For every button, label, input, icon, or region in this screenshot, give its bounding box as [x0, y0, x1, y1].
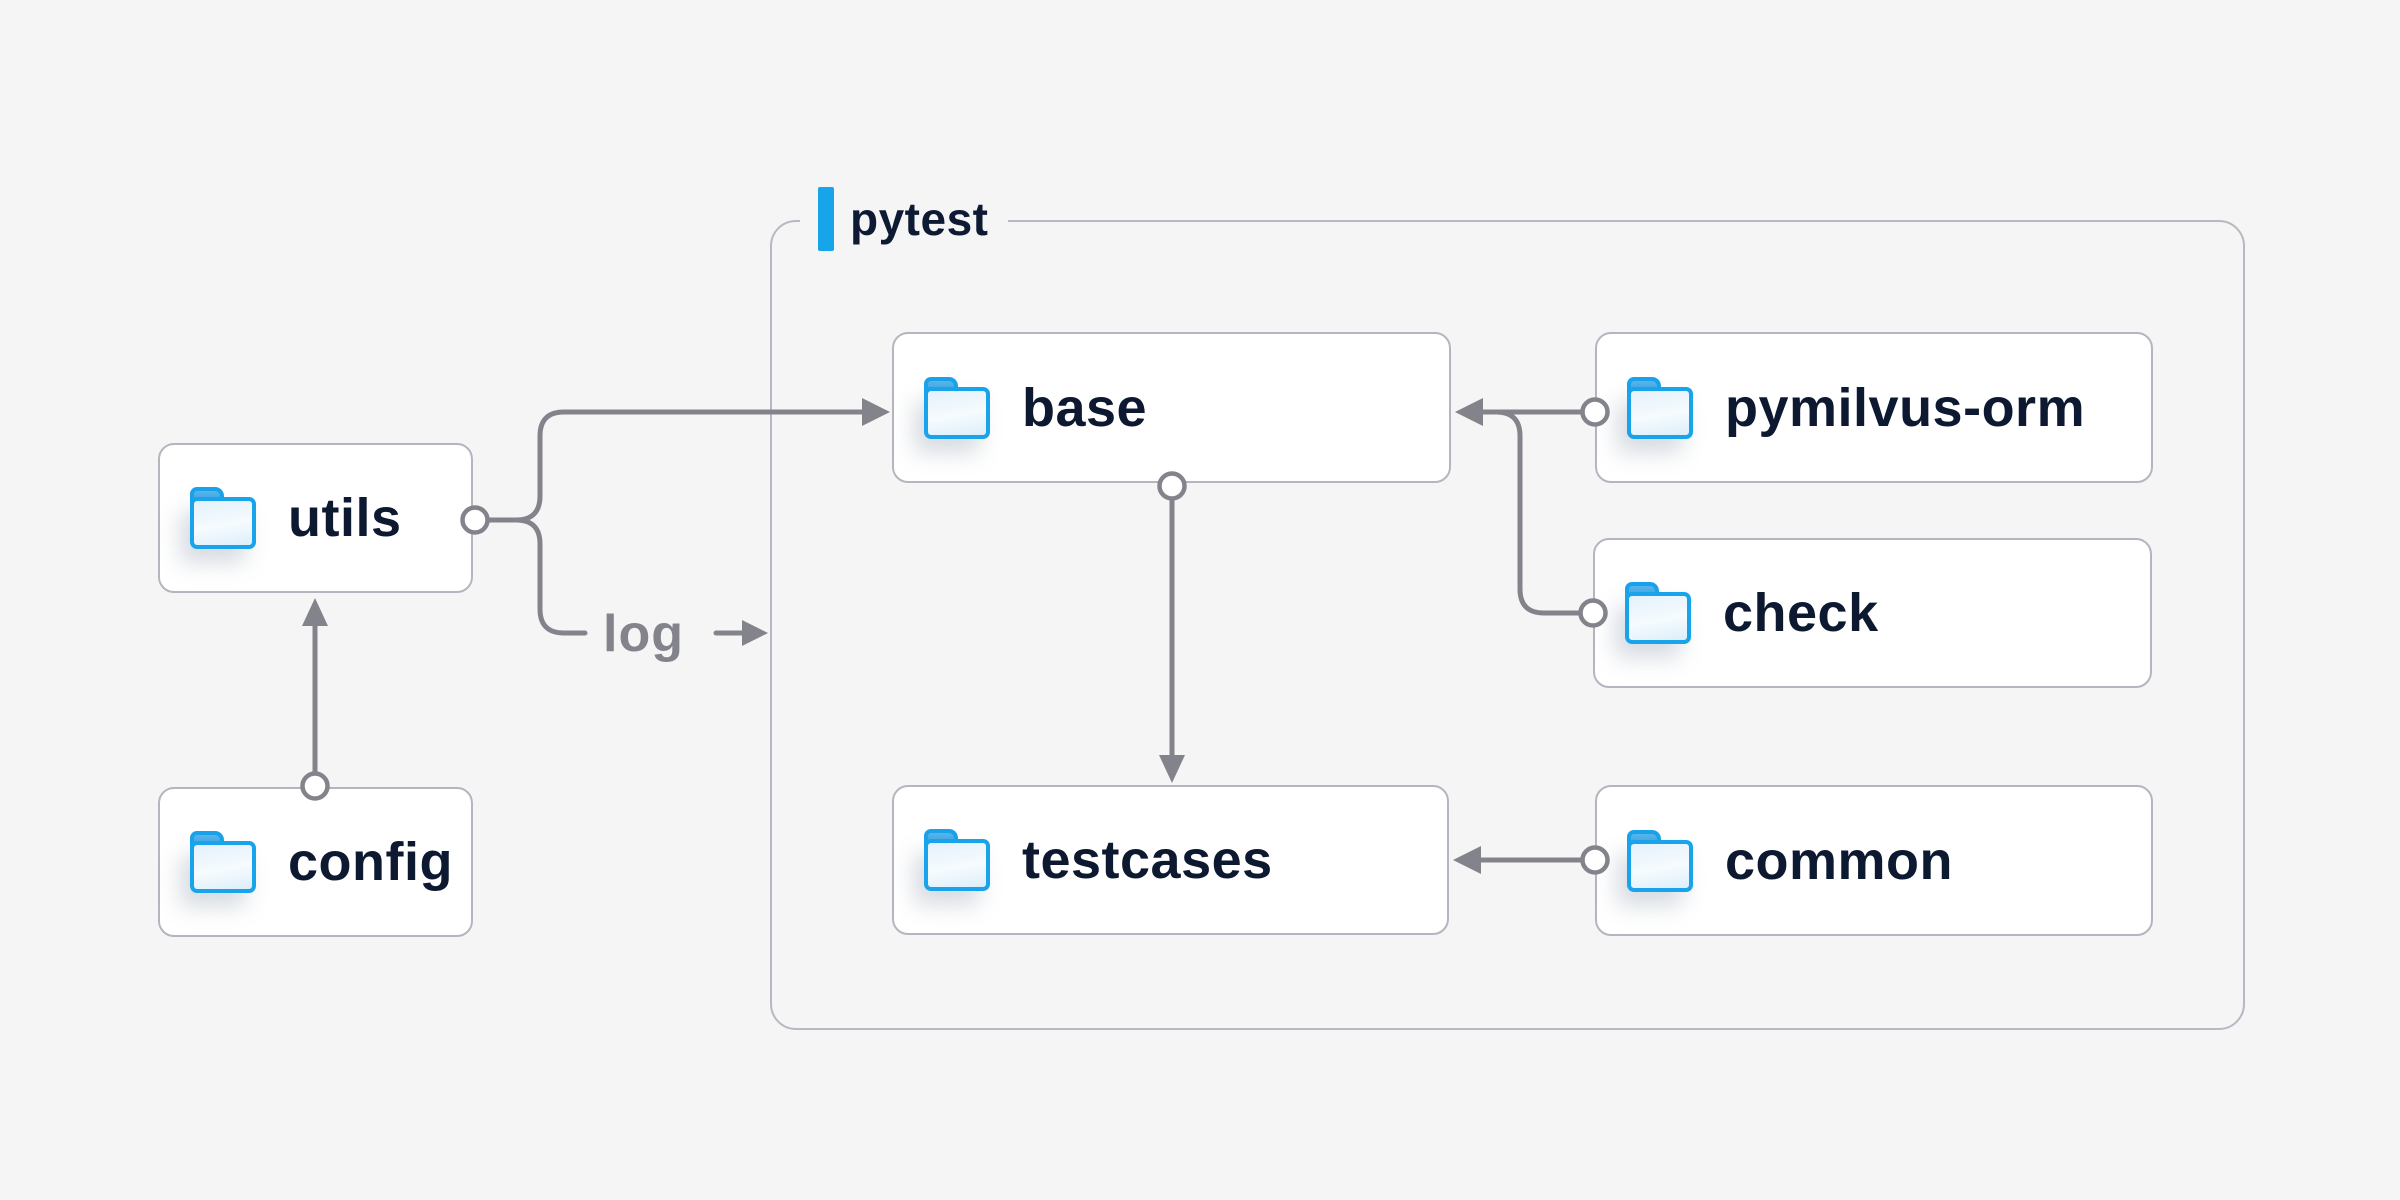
folder-icon	[1627, 376, 1693, 439]
edge-label-log: log	[603, 605, 684, 663]
node-check-label: check	[1723, 583, 1879, 643]
folder-icon	[1627, 829, 1693, 892]
node-check: check	[1593, 538, 2152, 688]
accent-bar-icon	[818, 187, 834, 251]
node-common: common	[1595, 785, 2153, 936]
arrowhead-log	[742, 620, 768, 646]
pytest-group-label: pytest	[800, 186, 1009, 252]
node-pymilvus-orm-label: pymilvus-orm	[1725, 377, 2086, 438]
folder-icon	[924, 829, 990, 891]
folder-icon	[1625, 582, 1691, 644]
node-utils: utils	[158, 443, 473, 593]
node-testcases-label: testcases	[1022, 830, 1273, 890]
node-config-label: config	[288, 832, 453, 892]
node-base-label: base	[1022, 377, 1148, 438]
folder-icon	[190, 487, 256, 549]
node-config: config	[158, 787, 473, 937]
node-pymilvus-orm: pymilvus-orm	[1595, 332, 2153, 483]
edge-utils-log	[484, 517, 588, 636]
pytest-group-container	[770, 220, 2245, 1030]
node-utils-label: utils	[288, 488, 402, 548]
arrowhead-into-utils-bottom	[302, 598, 328, 626]
folder-icon	[190, 831, 256, 893]
node-common-label: common	[1725, 830, 1954, 891]
pytest-group-title: pytest	[850, 193, 989, 245]
node-base: base	[892, 332, 1451, 483]
folder-icon	[924, 376, 990, 439]
node-testcases: testcases	[892, 785, 1449, 935]
